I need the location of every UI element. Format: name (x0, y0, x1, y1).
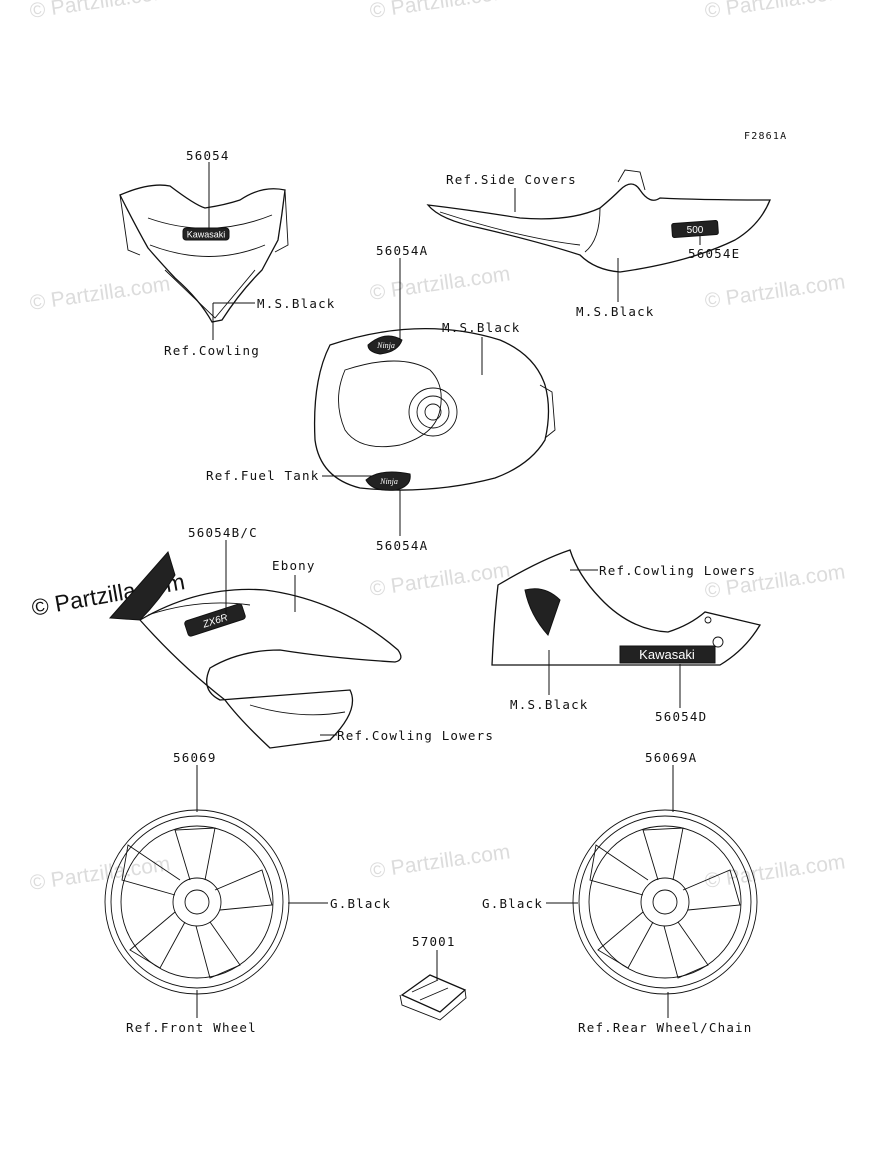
finish-label-ms-black-tank: M.S.Black (442, 320, 521, 335)
clip-drawing (399, 974, 467, 1021)
lower-decal-text: Kawasaki (639, 647, 695, 662)
ref-label-side-covers: Ref.Side Covers (446, 172, 577, 187)
side-fairing-drawing: ZX6R (108, 550, 402, 749)
finish-label-ms-black-side: M.S.Black (576, 304, 655, 319)
part-number-57001[interactable]: 57001 (412, 934, 456, 949)
finish-label-ebony: Ebony (272, 558, 316, 573)
ref-label-fuel-tank: Ref.Fuel Tank (206, 468, 320, 483)
part-number-56054BC[interactable]: 56054B/C (188, 525, 258, 540)
front-wheel-drawing (104, 809, 290, 995)
tank-decal-text-top: Ninja (376, 341, 395, 350)
cowling-decal-text: Kawasaki (187, 230, 226, 240)
rear-wheel-drawing (572, 809, 758, 995)
ref-label-cowling-lowers-left: Ref.Cowling Lowers (337, 728, 495, 743)
finish-label-g-black-right: G.Black (482, 896, 544, 911)
tank-decal-text-bottom: Ninja (379, 477, 398, 486)
part-number-56069[interactable]: 56069 (173, 750, 217, 765)
figure-code: F2861A (744, 131, 788, 142)
side-cover-decal-text: 500 (687, 225, 704, 236)
side-cover-drawing: 500 (426, 169, 771, 273)
leader-lines (196, 162, 701, 1018)
finish-label-ms-black-cowling: M.S.Black (257, 296, 336, 311)
part-number-56054A-top[interactable]: 56054A (376, 243, 429, 258)
part-number-56054A-bottom[interactable]: 56054A (376, 538, 429, 553)
ref-label-front-wheel: Ref.Front Wheel (126, 1020, 257, 1035)
part-number-56054D[interactable]: 56054D (655, 709, 708, 724)
part-number-56054E[interactable]: 56054E (688, 246, 741, 261)
part-number-56054[interactable]: 56054 (186, 148, 230, 163)
front-cowling-drawing: Kawasaki (119, 184, 289, 323)
ref-label-cowling: Ref.Cowling (164, 343, 260, 358)
ref-label-rear-wheel-chain: Ref.Rear Wheel/Chain (578, 1020, 753, 1035)
lower-cowling-drawing: Kawasaki (491, 549, 762, 666)
ref-label-cowling-lowers-right: Ref.Cowling Lowers (599, 563, 757, 578)
finish-label-g-black-left: G.Black (330, 896, 392, 911)
fuel-tank-drawing: Ninja Ninja (313, 328, 556, 491)
finish-label-ms-black-lower: M.S.Black (510, 697, 589, 712)
part-number-56069A[interactable]: 56069A (645, 750, 698, 765)
